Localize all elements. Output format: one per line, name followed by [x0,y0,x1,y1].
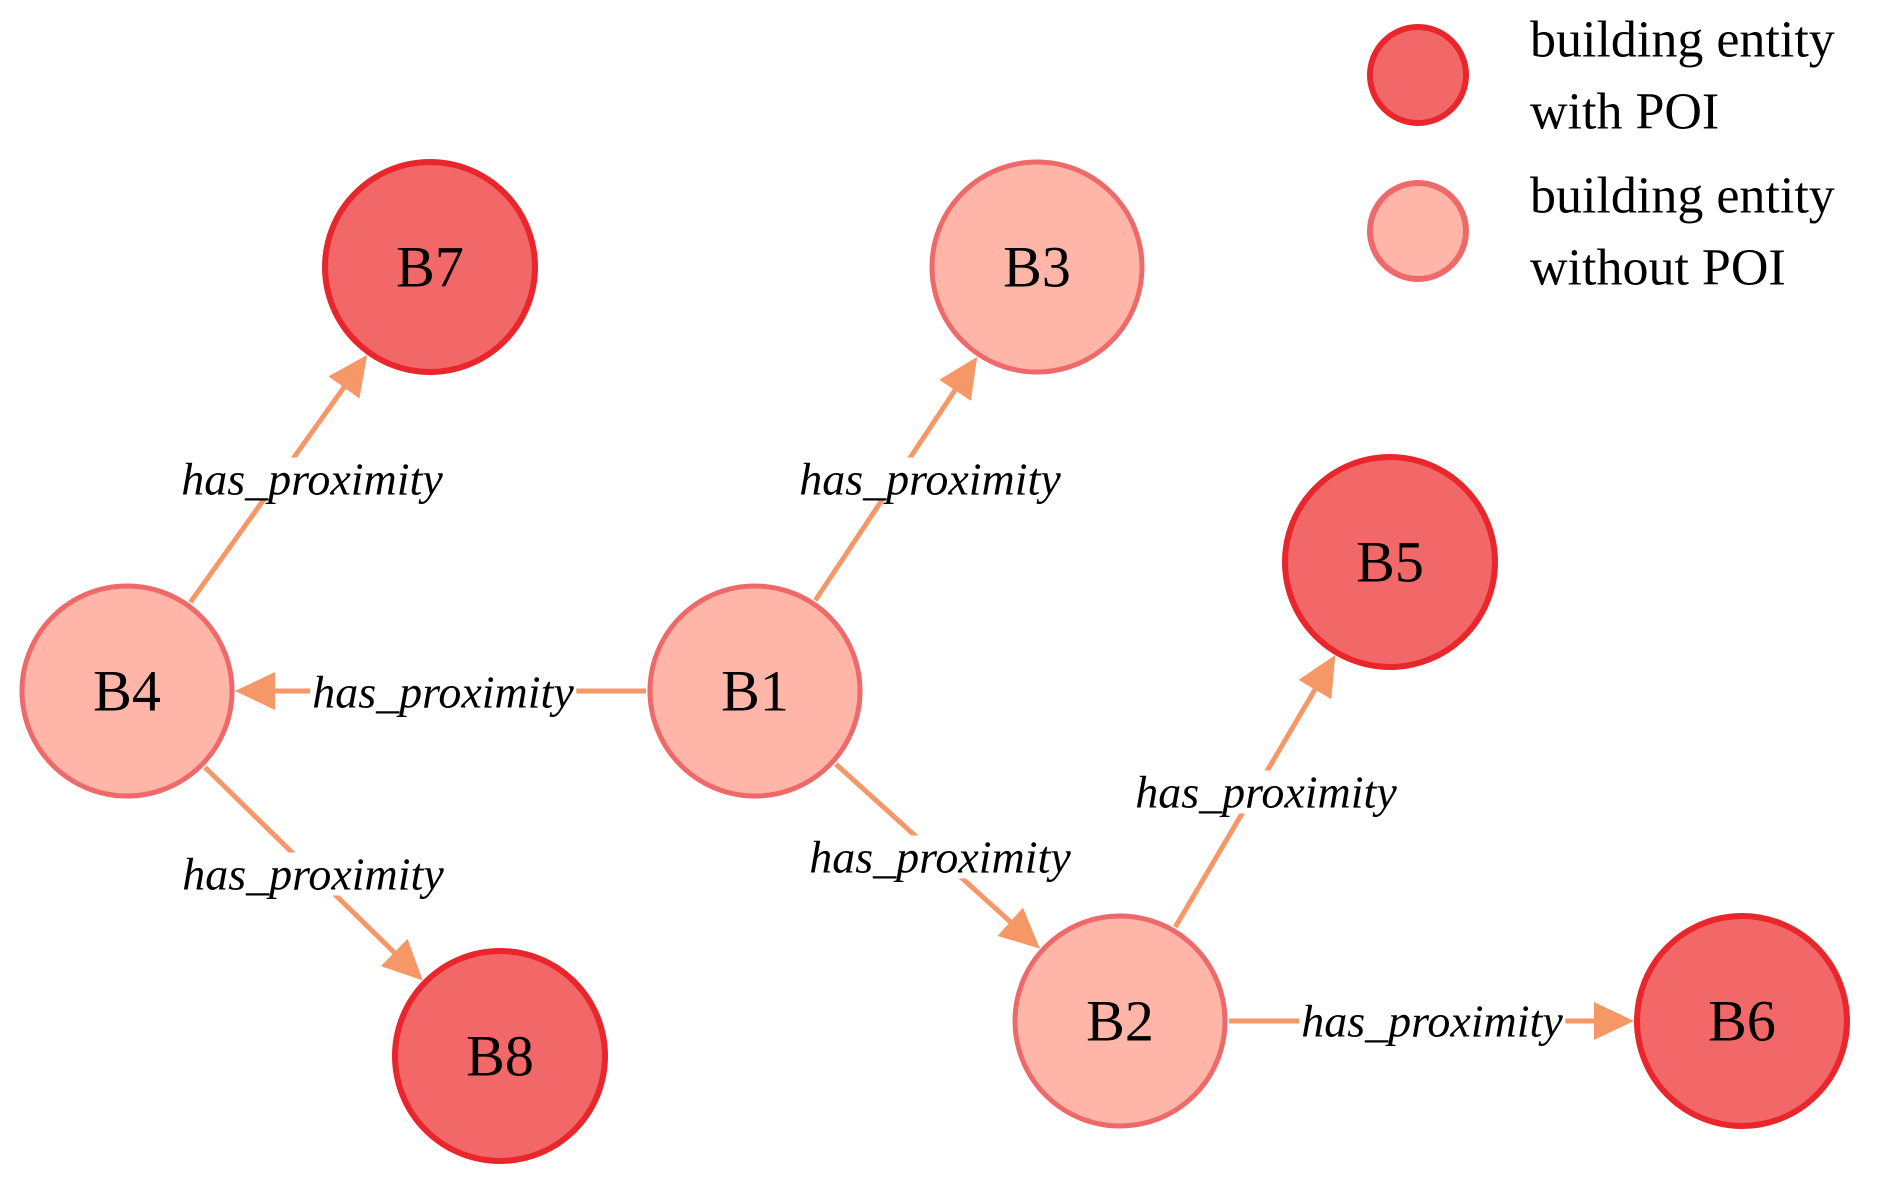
node-circle [322,159,538,375]
edge-label-background [1299,999,1566,1043]
edge-label-B1-B3: has_proximity [797,454,1064,505]
node-circle [1634,913,1850,1129]
edge-label-B1-B4: has_proximity [310,667,577,718]
edge-label-B4-B7: has_proximity [179,454,446,505]
edge-label-B2-B6: has_proximity [1299,996,1566,1047]
arrowhead-icon [1298,655,1336,700]
node-B3: B3 [929,159,1145,375]
node-circle [1012,913,1228,1129]
node-B7: B7 [322,159,538,375]
edge-label-text: has_proximity [182,849,444,900]
node-circle [929,159,1145,375]
arrowhead-icon [380,938,423,981]
node-B8: B8 [392,948,608,1164]
node-circle [1282,454,1498,670]
edge-label-background [179,457,446,501]
node-circle [19,583,235,799]
edge-label-text: has_proximity [809,832,1071,883]
node-circle [647,583,863,799]
node-label: B8 [466,1024,534,1089]
edge-label-B1-B2: has_proximity [807,832,1074,883]
arrowhead-icon [235,672,275,710]
node-B1: B1 [647,583,863,799]
arrowhead-icon [997,907,1040,949]
edge-label-text: has_proximity [181,454,443,505]
legend-label: building entity [1530,12,1835,69]
edge-label-background [1133,770,1400,814]
edge-label-background [180,852,447,896]
edge-label-background [797,457,1064,501]
legend: building entity with POI building entity wi… [1367,12,1835,297]
edge-label-B2-B5: has_proximity [1133,767,1400,818]
legend-item-poi: building entity with POI [1367,12,1835,141]
legend-label: building entity [1530,168,1835,225]
node-label: B1 [721,659,789,724]
edge-label-text: has_proximity [799,454,1061,505]
arrowhead-icon [328,354,368,399]
edge-label-text: has_proximity [312,667,574,718]
node-circle [392,948,608,1164]
edge-label-text: has_proximity [1135,767,1397,818]
legend-label: without POI [1530,240,1786,297]
edge-label-background [807,835,1074,879]
node-label: B3 [1003,235,1071,300]
legend-swatch [1367,24,1469,126]
legend-label: with POI [1530,84,1719,141]
node-label: B4 [93,659,161,724]
edge-label-text: has_proximity [1301,996,1563,1047]
node-B4: B4 [19,583,235,799]
node-label: B2 [1086,989,1154,1054]
node-B5: B5 [1282,454,1498,670]
legend-swatch [1367,180,1469,282]
node-B6: B6 [1634,913,1850,1129]
node-label: B5 [1356,530,1424,595]
edge-label-background [310,670,577,714]
node-label: B7 [396,235,464,300]
node-label: B6 [1708,989,1776,1054]
edge-label-B4-B8: has_proximity [180,849,447,900]
legend-item-nopoi: building entity without POI [1367,168,1835,297]
arrowhead-icon [939,356,978,401]
node-B2: B2 [1012,913,1228,1129]
arrowhead-icon [1594,1002,1634,1040]
